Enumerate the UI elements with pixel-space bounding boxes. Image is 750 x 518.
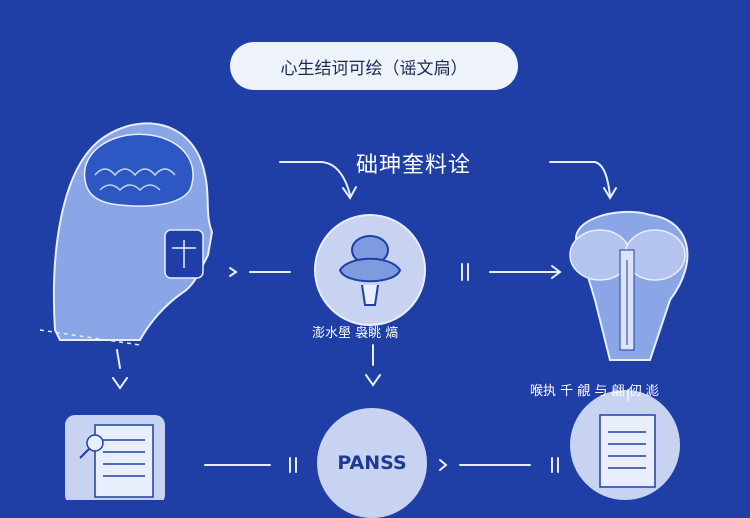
brain-node-caption: 喉执 千 覦 与 翩 仞 滮 [530, 384, 659, 399]
arrowhead-top-left [342, 186, 357, 200]
arrowhead-left-down [112, 377, 128, 390]
center-label: 础珅奎料诠 [356, 153, 472, 178]
arrow-top-right [549, 161, 611, 196]
arrowhead-top-right [603, 187, 617, 200]
flow-arrows [112, 161, 629, 473]
arrowhead-center-down [365, 374, 381, 387]
diagram-graphics [39, 122, 689, 500]
head-profile-icon [39, 122, 214, 346]
arrow-top-left [279, 161, 351, 196]
arrowhead-mid-right [551, 265, 562, 279]
ear-node-caption: 澎水壆 袅眺 熇 [312, 326, 399, 341]
panss-node: PANSS [317, 408, 427, 518]
chevron-bottom-right [439, 459, 448, 471]
ear-organ-icon [314, 214, 426, 326]
tick-left-vertical [116, 349, 121, 369]
diagram-stage: 心生结诃可绘（谣文扃） 础珅奎料诠 澎水壆 袅眺 熇 喉执 千 覦 与 翩 仞 … [39, 42, 689, 518]
brain-anatomy-icon [569, 211, 689, 361]
clipboard-icon [570, 390, 680, 500]
tick-bottom-right [551, 457, 559, 473]
tick-bottom-left [289, 457, 297, 473]
document-icon [65, 415, 165, 500]
tick-mid-right [461, 263, 469, 281]
chevron-mid-left [229, 267, 238, 277]
diagram-title: 心生结诃可绘（谣文扃） [230, 42, 518, 90]
